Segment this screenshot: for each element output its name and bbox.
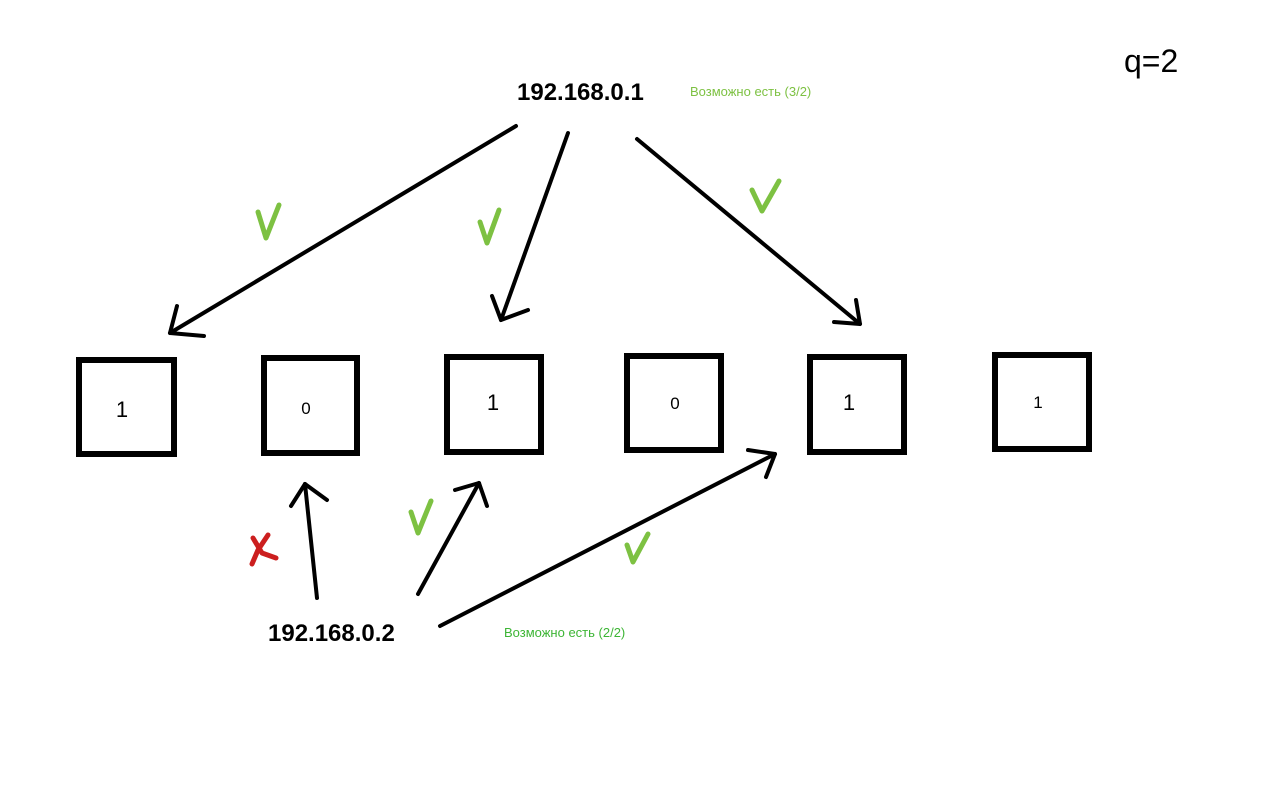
bit-array: 1 0 1 0 1 1 xyxy=(76,352,1092,457)
arrow-source1-to-cell5 xyxy=(635,137,862,326)
bit-cell: 1 xyxy=(444,354,544,455)
check-icon xyxy=(255,202,282,241)
bit-value: 1 xyxy=(116,397,128,422)
bit-cell: 0 xyxy=(261,355,360,456)
check-icon xyxy=(477,207,502,246)
marks xyxy=(249,178,782,567)
bit-value: 0 xyxy=(301,399,310,418)
bit-value: 1 xyxy=(1033,393,1042,412)
check-icon xyxy=(408,498,434,536)
arrow-source1-to-cell3 xyxy=(490,131,570,322)
bit-value: 1 xyxy=(487,390,499,415)
bit-cell: 1 xyxy=(76,357,177,457)
arrow-source1-to-cell1 xyxy=(168,124,518,338)
source-ip-1: 192.168.0.1 xyxy=(517,79,644,106)
arrow-source2-to-cell2 xyxy=(289,482,329,600)
parameter-label: q=2 xyxy=(1124,43,1178,79)
bit-cell: 0 xyxy=(624,353,724,453)
source-2-arrows xyxy=(289,448,777,628)
source-ip-2: 192.168.0.2 xyxy=(268,620,395,647)
bit-value: 1 xyxy=(843,390,855,415)
bit-cell: 1 xyxy=(807,354,907,455)
source-1-arrows xyxy=(168,124,862,338)
cross-icon xyxy=(249,532,279,567)
bit-cell: 1 xyxy=(992,352,1092,452)
check-icon xyxy=(749,178,782,214)
bit-value: 0 xyxy=(670,394,679,413)
check-icon xyxy=(624,531,651,565)
source-status-2: Возможно есть (2/2) xyxy=(504,625,625,640)
source-status-1: Возможно есть (3/2) xyxy=(690,84,811,99)
arrow-source2-to-cell5 xyxy=(438,448,777,628)
arrow-source2-to-cell3 xyxy=(416,481,489,596)
